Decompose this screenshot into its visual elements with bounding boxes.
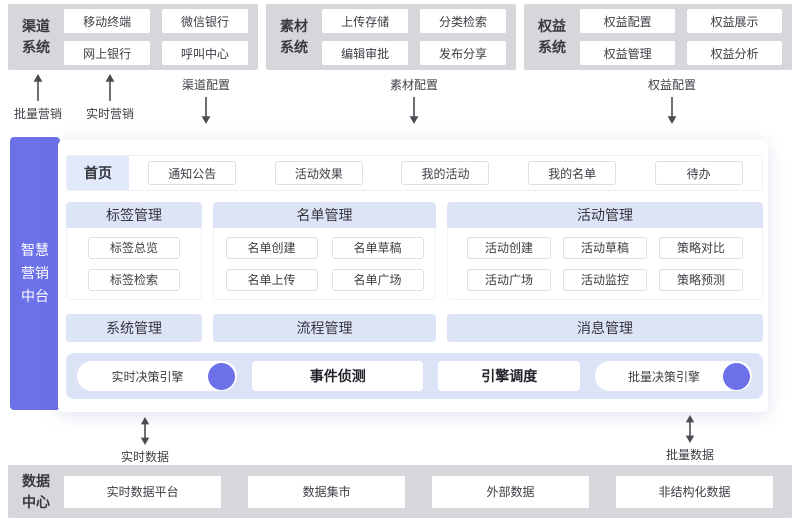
management-panels: 标签管理 标签总览 标签检索 名单管理 名单创建 名单草稿 名单上传 名单广场 … [66,202,763,300]
module-chip[interactable]: 分类检索 [420,9,506,33]
section-bar-system-management: 系统管理 [66,314,202,342]
module-chip[interactable]: 活动创建 [467,236,551,259]
platform-card: 首页 通知公告 活动效果 我的活动 我的名单 待办 标签管理 标签总览 标签检索… [58,140,768,412]
module-chip[interactable]: 外部数据 [432,475,590,508]
flow-material-config: 素材配置 [390,76,438,124]
section-bar-message-management: 消息管理 [447,314,763,342]
module-chip[interactable]: 活动监控 [563,268,647,291]
flow-label: 渠道配置 [182,78,231,92]
engine-label: 批量决策引擎 [627,369,700,384]
section-bars: 系统管理 流程管理 消息管理 [66,314,763,342]
module-chip[interactable]: 微信银行 [162,9,248,33]
module-chip[interactable]: 标签检索 [88,268,180,291]
panel-campaign-management: 活动管理 活动创建 活动草稿 策略对比 活动广场 活动监控 策略预测 [447,202,763,300]
data-center-box: 数据中心 实时数据平台 数据集市 外部数据 非结构化数据 [8,465,792,518]
module-chip[interactable]: 标签总览 [88,236,180,259]
module-chip[interactable]: 编辑审批 [322,41,409,65]
panel-header: 活动管理 [447,202,763,228]
module-chip[interactable]: 发布分享 [420,41,506,65]
module-chip[interactable]: 权益管理 [580,41,676,65]
section-bar-process-management: 流程管理 [213,314,436,342]
engine-pill-realtime-decision[interactable]: 实时决策引擎 [77,361,237,391]
flow-label: 实时营销 [86,107,135,121]
channel-system-label: 渠道系统 [22,18,50,55]
down-arrow-icon [409,97,419,124]
down-arrow-icon [667,97,677,124]
engine-pill-batch-decision[interactable]: 批量决策引擎 [595,361,752,391]
down-arrow-icon [201,97,211,124]
home-strip: 首页 通知公告 活动效果 我的活动 我的名单 待办 [66,155,763,191]
data-center-modules: 实时数据平台 数据集市 外部数据 非结构化数据 [64,475,774,508]
home-nav: 通知公告 活动效果 我的活动 我的名单 待办 [129,161,762,185]
flow-realtime-marketing: 实时营销 [86,74,134,122]
engine-row: 实时决策引擎 事件侦测 引擎调度 批量决策引擎 [66,353,763,399]
module-chip[interactable]: 数据集市 [248,475,406,508]
module-chip[interactable]: 名单草稿 [331,236,424,259]
panel-body: 活动创建 活动草稿 策略对比 活动广场 活动监控 策略预测 [447,228,763,300]
flow-label: 批量营销 [14,107,63,121]
material-system-modules: 上传存储 分类检索 编辑审批 发布分享 [322,9,506,65]
flow-channel-config: 渠道配置 [182,76,230,124]
flow-batch-data: 批量数据 [666,415,714,463]
module-chip[interactable]: 权益分析 [687,41,782,65]
up-arrow-icon [33,74,43,101]
rights-system-label: 权益系统 [538,18,566,55]
module-chip[interactable]: 名单上传 [225,268,318,291]
panel-header: 名单管理 [213,202,436,228]
module-chip[interactable]: 名单广场 [331,268,424,291]
material-system-box: 素材系统 上传存储 分类检索 编辑审批 发布分享 [266,4,516,70]
home-nav-item[interactable]: 待办 [654,161,743,185]
module-chip[interactable]: 活动草稿 [563,236,647,259]
rights-system-box: 权益系统 权益配置 权益展示 权益管理 权益分析 [524,4,792,70]
material-system-label: 素材系统 [280,18,308,55]
home-nav-item[interactable]: 通知公告 [148,161,237,185]
module-chip[interactable]: 权益展示 [687,9,782,33]
panel-list-management: 名单管理 名单创建 名单草稿 名单上传 名单广场 [213,202,436,300]
home-tab[interactable]: 首页 [67,156,129,190]
panel-body: 名单创建 名单草稿 名单上传 名单广场 [213,228,436,300]
flow-label: 素材配置 [390,78,439,92]
rights-system-modules: 权益配置 权益展示 权益管理 权益分析 [580,9,782,65]
module-chip[interactable]: 权益配置 [580,9,676,33]
module-chip[interactable]: 实时数据平台 [64,475,222,508]
module-chip[interactable]: 策略预测 [659,268,743,291]
flow-realtime-data: 实时数据 [121,417,169,465]
purple-dot-icon [723,362,750,390]
engine-box-event-detection[interactable]: 事件侦测 [252,361,424,391]
flow-label: 实时数据 [121,450,170,464]
flow-label: 批量数据 [666,448,715,462]
home-nav-item[interactable]: 活动效果 [274,161,363,185]
purple-dot-icon [208,362,235,390]
module-chip[interactable]: 非结构化数据 [616,475,774,508]
flow-rights-config: 权益配置 [648,76,696,124]
module-chip[interactable]: 呼叫中心 [162,41,248,65]
flow-batch-marketing: 批量营销 [14,74,62,122]
engine-label: 实时决策引擎 [111,369,184,384]
panel-header: 标签管理 [66,202,202,228]
double-arrow-icon [685,415,695,443]
module-chip[interactable]: 名单创建 [225,236,318,259]
engine-box-engine-scheduling[interactable]: 引擎调度 [438,361,580,391]
up-arrow-icon [105,74,115,101]
flow-label: 权益配置 [648,78,697,92]
home-nav-item[interactable]: 我的活动 [401,161,490,185]
panel-body: 标签总览 标签检索 [66,228,202,300]
panel-tag-management: 标签管理 标签总览 标签检索 [66,202,202,300]
home-nav-item[interactable]: 我的名单 [528,161,617,185]
module-chip[interactable]: 移动终端 [64,9,151,33]
platform-title: 智慧营销中台 [21,242,49,304]
double-arrow-icon [140,417,150,445]
channel-system-box: 渠道系统 移动终端 微信银行 网上银行 呼叫中心 [8,4,258,70]
channel-system-modules: 移动终端 微信银行 网上银行 呼叫中心 [64,9,248,65]
module-chip[interactable]: 策略对比 [659,236,743,259]
module-chip[interactable]: 网上银行 [64,41,151,65]
data-center-label: 数据中心 [22,472,50,510]
module-chip[interactable]: 上传存储 [322,9,409,33]
platform-sidebar: 智慧营销中台 [10,137,60,410]
module-chip[interactable]: 活动广场 [467,268,551,291]
